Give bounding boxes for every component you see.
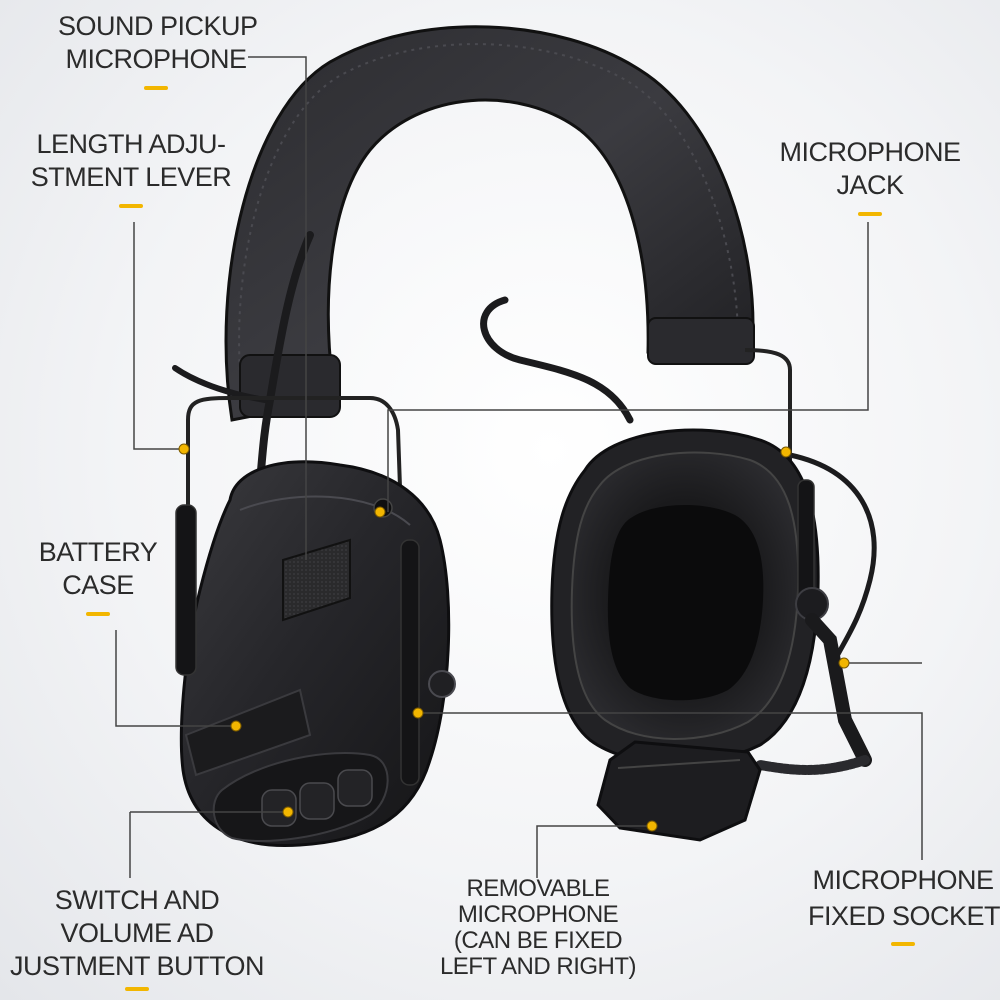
callout-text: CASE (62, 570, 134, 600)
callout-removable-microphone: REMOVABLE MICROPHONE (CAN BE FIXED LEFT … (428, 876, 648, 980)
callout-microphone-jack: MICROPHONE JACK (772, 136, 968, 216)
callout-text: MICROPHONE (65, 44, 247, 74)
accent-bar (858, 212, 882, 216)
accent-bar (144, 86, 168, 90)
callout-sound-pickup-microphone: SOUND PICKUP MICROPHONE (58, 10, 258, 90)
callout-markers (178, 443, 850, 832)
callout-text: MICROPHONE (457, 901, 619, 928)
callout-text: VOLUME AD (60, 918, 214, 948)
callout-text: SOUND PICKUP (58, 11, 258, 41)
callout-text: LEFT AND RIGHT) (439, 953, 637, 980)
left-ear-cup (179, 460, 456, 848)
callout-battery-case: BATTERY CASE (26, 536, 170, 616)
wire-frames (186, 348, 792, 546)
accent-bar (86, 612, 110, 616)
accent-bar (891, 942, 915, 946)
removable-microphone (596, 740, 870, 842)
left-slider-rods (175, 504, 420, 786)
callout-switch-volume-button: SWITCH AND VOLUME AD JUSTMENT BUTTON (4, 884, 270, 991)
callout-text: (CAN BE FIXED (453, 927, 623, 954)
callout-text: SWITCH AND (54, 885, 220, 915)
callout-text: STMENT LEVER (30, 162, 232, 192)
callout-length-adjustment-lever: LENGTH ADJU- STMENT LEVER (22, 128, 240, 208)
callout-text: LENGTH ADJU- (36, 129, 226, 159)
callout-text: MICROPHONE (812, 865, 994, 895)
accent-bar (125, 987, 149, 991)
right-ear-cup (550, 428, 872, 767)
callout-leader-lines (115, 56, 923, 878)
callout-microphone-fixed-socket: MICROPHONE FIXED SOCKET (808, 862, 1000, 946)
callout-text: JACK (836, 170, 904, 200)
callout-text: MICROPHONE (779, 137, 961, 167)
callout-text: FIXED SOCKET (808, 901, 1000, 931)
callout-text: BATTERY (38, 537, 158, 567)
headband (224, 25, 755, 422)
callout-text: JUSTMENT BUTTON (9, 951, 265, 981)
callout-text: REMOVABLE (466, 875, 610, 902)
accent-bar (119, 204, 143, 208)
